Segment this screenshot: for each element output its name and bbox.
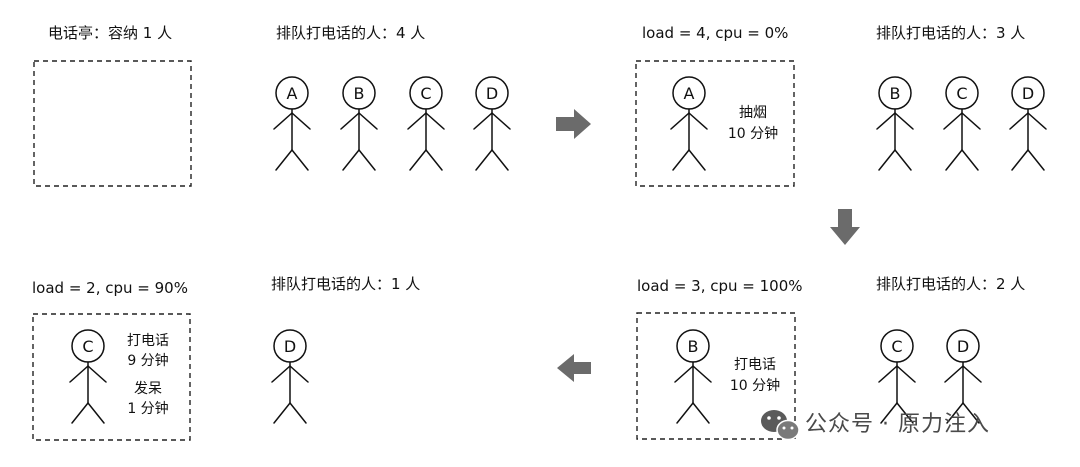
person-a-booth: A: [671, 77, 707, 170]
svg-text:C: C: [956, 84, 967, 103]
person-d-queue: D: [1010, 77, 1046, 170]
activity-label: 打电话: [734, 356, 776, 373]
load-status-label: load = 4, cpu = 0%: [642, 24, 788, 42]
person-d-queue: D: [474, 77, 510, 170]
duration-label: 10 分钟: [728, 125, 778, 142]
svg-text:C: C: [420, 84, 431, 103]
svg-text:D: D: [486, 84, 498, 103]
duration-label: 9 分钟: [127, 352, 168, 369]
panel-a-in-booth: load = 4, cpu = 0% A 抽烟 10 分钟 排队打电话的人：3 …: [636, 24, 1046, 186]
wechat-icon: [761, 410, 799, 440]
load-status-label: load = 3, cpu = 100%: [637, 277, 803, 295]
person-b-queue: B: [877, 77, 913, 170]
queue-count-label: 排队打电话的人：1 人: [271, 275, 420, 293]
booth-capacity-label: 电话亭：容纳 1 人: [48, 24, 172, 42]
arrow-down-icon: [830, 209, 860, 245]
phone-booth-empty: [34, 61, 191, 186]
svg-text:C: C: [82, 337, 93, 356]
queue-count-label: 排队打电话的人：2 人: [876, 275, 1025, 293]
watermark-text: 公众号 · 原力注入: [805, 412, 990, 437]
panel-initial: 电话亭：容纳 1 人 排队打电话的人：4 人 A B C D: [34, 24, 510, 186]
person-c-queue: C: [879, 330, 915, 423]
person-c-booth: C: [70, 330, 106, 423]
activity-label: 打电话: [127, 332, 169, 349]
svg-text:C: C: [891, 337, 902, 356]
person-a-queue: A: [274, 77, 310, 170]
arrow-left-icon: [557, 354, 591, 382]
arrow-right-icon: [556, 109, 591, 139]
svg-text:A: A: [684, 84, 695, 103]
person-b-queue: B: [341, 77, 377, 170]
svg-text:A: A: [287, 84, 298, 103]
activity-label: 抽烟: [739, 105, 767, 121]
load-status-label: load = 2, cpu = 90%: [32, 279, 188, 297]
person-d-queue: D: [272, 330, 308, 423]
duration-label: 10 分钟: [730, 377, 780, 394]
svg-text:D: D: [957, 337, 969, 356]
watermark: 公众号 · 原力注入: [761, 410, 990, 440]
person-c-queue: C: [408, 77, 444, 170]
svg-text:B: B: [890, 84, 901, 103]
panel-c-in-booth: load = 2, cpu = 90% C 打电话 9 分钟 发呆 1 分钟 排…: [32, 275, 420, 440]
activity-label: 发呆: [134, 381, 162, 397]
svg-text:B: B: [354, 84, 365, 103]
svg-text:D: D: [1022, 84, 1034, 103]
phone-booth: [636, 61, 794, 186]
duration-label: 1 分钟: [127, 400, 168, 417]
queue-count-label: 排队打电话的人：3 人: [876, 24, 1025, 42]
queue-count-label: 排队打电话的人：4 人: [276, 24, 425, 42]
person-c-queue: C: [944, 77, 980, 170]
person-b-booth: B: [675, 330, 711, 423]
svg-text:D: D: [284, 337, 296, 356]
person-d-queue: D: [945, 330, 981, 423]
svg-text:B: B: [688, 337, 699, 356]
